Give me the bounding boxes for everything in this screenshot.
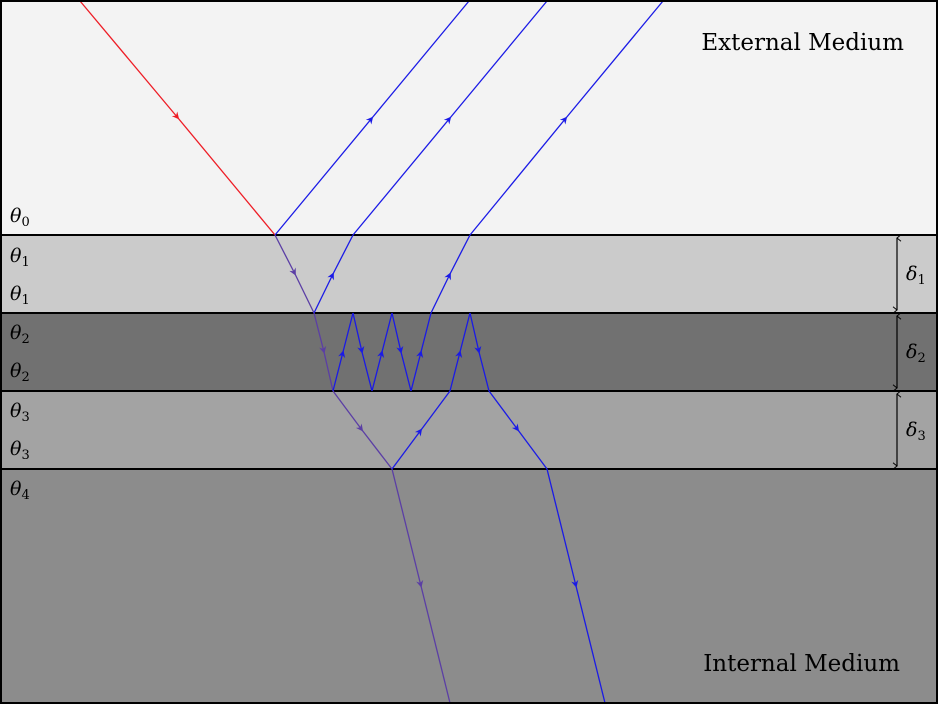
layer-1 (1, 235, 937, 313)
transmitted-ray (274, 234, 451, 704)
theta-3-top-label: θ3 (10, 400, 30, 425)
reflected-rays (274, 0, 664, 704)
incident-ray (79, 0, 276, 236)
layer-0-external-medium (1, 1, 937, 235)
delta-1-label: δ1 (906, 263, 926, 288)
interfaces (1, 234, 937, 470)
theta-4-label: θ4 (10, 478, 30, 503)
theta-3-bottom-label: θ3 (10, 438, 30, 463)
theta-2-top-label: θ2 (10, 322, 30, 347)
delta-2-label: δ2 (906, 341, 926, 366)
layer-3 (1, 391, 937, 469)
layer-2 (1, 313, 937, 391)
theta-1-top-label: θ1 (10, 245, 30, 270)
delta-3-label: δ3 (906, 419, 926, 444)
layer-4-internal-medium (1, 469, 937, 703)
theta-2-bottom-label: θ2 (10, 360, 30, 385)
external-medium-label: External Medium (701, 30, 904, 56)
theta-1-bottom-label: θ1 (10, 283, 30, 308)
internal-medium-label: Internal Medium (703, 651, 900, 677)
theta-0-label: θ0 (10, 205, 30, 230)
